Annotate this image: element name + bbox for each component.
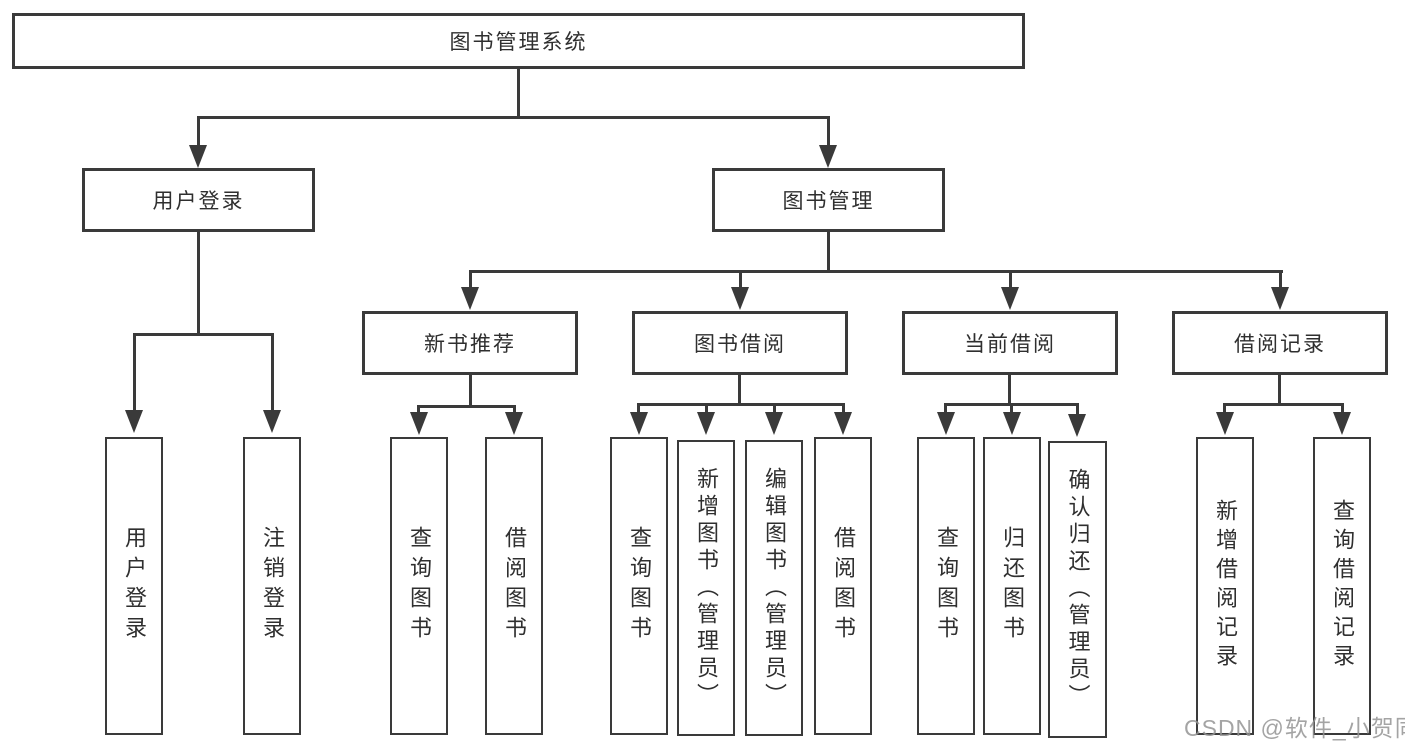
arrow-rec-borrow	[505, 412, 523, 435]
leaf-confirm-return-admin: 确认归还（管理员）	[1048, 441, 1107, 738]
leaf-add-borrow-record: 新增借阅记录	[1196, 437, 1254, 735]
arrow-current-query	[937, 412, 955, 435]
arrow-borrow-add	[697, 412, 715, 435]
arrow-borrow-records	[1271, 287, 1289, 310]
edge-drop-leaf-user-login	[133, 333, 136, 411]
edge-drop-user-login	[197, 116, 200, 148]
leaf-current-query-books: 查询图书	[917, 437, 975, 735]
arrow-current-confirm	[1068, 414, 1086, 437]
edge-current-stem	[1008, 375, 1011, 406]
edge-drop-new-book	[469, 270, 472, 288]
leaf-query-borrow-record: 查询借阅记录	[1313, 437, 1371, 735]
edge-drop-current-confirm	[1076, 403, 1079, 414]
arrow-leaf-logout	[263, 410, 281, 433]
arrow-borrow-query	[630, 412, 648, 435]
edge-bookmgmt-hbar	[469, 270, 1283, 273]
node-new-book-recommend: 新书推荐	[362, 311, 578, 375]
arrow-book-borrow	[731, 287, 749, 310]
edge-drop-rec-query	[417, 405, 420, 415]
arrow-leaf-user-login	[125, 410, 143, 433]
arrow-records-add	[1216, 412, 1234, 435]
arrow-user-login	[189, 145, 207, 168]
edge-drop-records-add	[1223, 403, 1226, 414]
node-book-management: 图书管理	[712, 168, 945, 232]
leaf-recommend-borrow-books: 借阅图书	[485, 437, 543, 735]
edge-bookmgmt-stem	[827, 232, 830, 273]
edge-drop-current-return	[1010, 403, 1013, 414]
arrow-records-query	[1333, 412, 1351, 435]
edge-drop-records-query	[1341, 403, 1344, 414]
arrow-rec-query	[410, 412, 428, 435]
edge-drop-book-borrow	[739, 270, 742, 288]
edge-records-hbar	[1223, 403, 1344, 406]
arrow-borrow-borrow	[834, 412, 852, 435]
edge-borrow-stem	[738, 375, 741, 406]
edge-userlogin-hbar	[133, 333, 274, 336]
edge-root-stem	[517, 69, 520, 119]
leaf-edit-books-admin: 编辑图书（管理员）	[745, 440, 803, 736]
edge-drop-borrow-add	[705, 403, 708, 414]
edge-drop-current-query	[944, 403, 947, 414]
node-borrow-records: 借阅记录	[1172, 311, 1388, 375]
node-library-system: 图书管理系统	[12, 13, 1025, 69]
leaf-recommend-query-books: 查询图书	[390, 437, 448, 735]
node-current-borrow: 当前借阅	[902, 311, 1118, 375]
edge-drop-borrow-borrow	[842, 403, 845, 414]
node-book-borrow: 图书借阅	[632, 311, 848, 375]
edge-records-stem	[1278, 375, 1281, 406]
edge-drop-borrow-records	[1279, 270, 1282, 288]
watermark: CSDN @软件_小贺同学	[1184, 715, 1405, 741]
edge-drop-book-management	[827, 116, 830, 148]
arrow-current-borrow	[1001, 287, 1019, 310]
leaf-borrow-query-books: 查询图书	[610, 437, 668, 735]
edge-drop-leaf-logout	[271, 333, 274, 411]
edge-drop-rec-borrow	[513, 405, 516, 415]
edge-drop-current-borrow	[1009, 270, 1012, 288]
node-user-login: 用户登录	[82, 168, 315, 232]
leaf-logout: 注销登录	[243, 437, 301, 735]
edge-drop-borrow-query	[637, 403, 640, 414]
edge-borrow-hbar	[637, 403, 845, 406]
arrow-current-return	[1003, 412, 1021, 435]
edge-drop-borrow-edit	[773, 403, 776, 414]
leaf-borrow-borrow-books: 借阅图书	[814, 437, 872, 735]
arrow-borrow-edit	[765, 412, 783, 435]
leaf-user-login: 用户登录	[105, 437, 163, 735]
edge-newbook-hbar	[417, 405, 516, 408]
edge-newbook-stem	[469, 375, 472, 408]
leaf-return-books: 归还图书	[983, 437, 1041, 735]
leaf-add-books-admin: 新增图书（管理员）	[677, 440, 735, 736]
arrow-book-management	[819, 145, 837, 168]
edge-userlogin-stem	[197, 232, 200, 336]
arrow-new-book	[461, 287, 479, 310]
edge-root-hbar	[197, 116, 830, 119]
